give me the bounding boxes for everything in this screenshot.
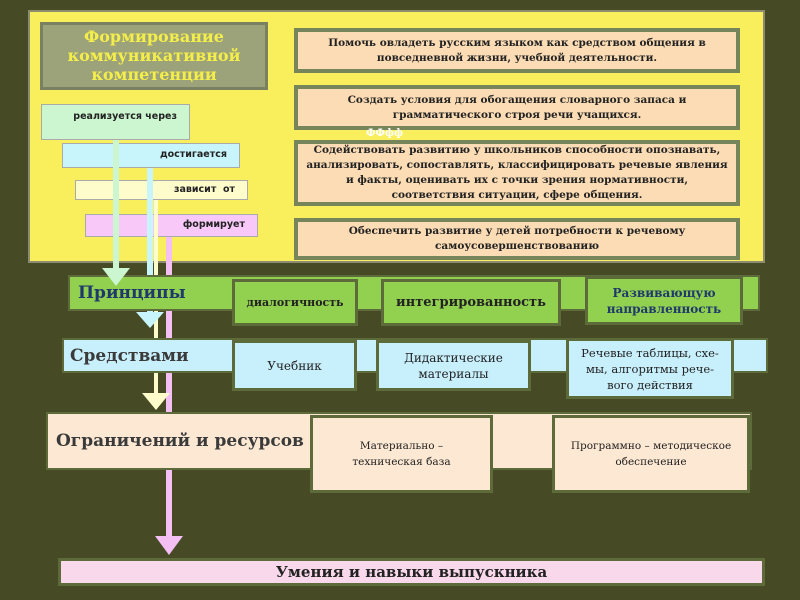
green-arrow-icon bbox=[102, 268, 130, 286]
cyan-arrow-icon bbox=[136, 312, 164, 328]
stair-depends-on: зависит от bbox=[75, 180, 248, 200]
means-label: Средствами bbox=[70, 345, 189, 366]
principles-label: Принципы bbox=[78, 283, 186, 303]
connector-cyan-line bbox=[147, 168, 153, 316]
goal-box-2: Создать условия для обогащения словарног… bbox=[294, 85, 740, 130]
goal-box-3: Содействовать развитию у школьников спос… bbox=[294, 140, 740, 206]
stray-text: ФФфф bbox=[366, 128, 404, 139]
yellow-arrow-icon bbox=[142, 393, 170, 410]
connector-pink-line bbox=[166, 237, 172, 542]
principle-developing: Развивающую направленность bbox=[585, 276, 743, 325]
connector-green-line bbox=[113, 140, 119, 275]
constraints-software-support: Программно – методическое обеспечение bbox=[552, 415, 750, 493]
means-textbook: Учебник bbox=[232, 340, 357, 391]
graduate-skills-bar: Умения и навыки выпускника bbox=[58, 558, 765, 586]
stair-achieved: достигается bbox=[62, 143, 240, 168]
constraints-material-base: Материально – техническая база bbox=[310, 415, 493, 493]
diagram-title: Формирование коммуникативной компетенции bbox=[40, 22, 268, 90]
principle-dialogic: диалогичность bbox=[232, 279, 358, 326]
constraints-label: Ограничений и ресурсов bbox=[56, 431, 304, 451]
stair-forms: формирует bbox=[85, 214, 258, 237]
principle-integrated: интегрированность bbox=[381, 279, 561, 326]
means-speech-tables: Речевые таблицы, схе-мы, алгоритмы рече-… bbox=[566, 338, 734, 399]
goal-box-1: Помочь овладеть русским языком как средс… bbox=[294, 28, 740, 73]
means-didactic-materials: Дидактические материалы bbox=[376, 340, 531, 391]
stair-realized-through: реализуется через bbox=[41, 104, 190, 140]
pink-arrow-icon bbox=[155, 536, 183, 555]
goal-box-4: Обеспечить развитие у детей потребности … bbox=[294, 218, 740, 260]
